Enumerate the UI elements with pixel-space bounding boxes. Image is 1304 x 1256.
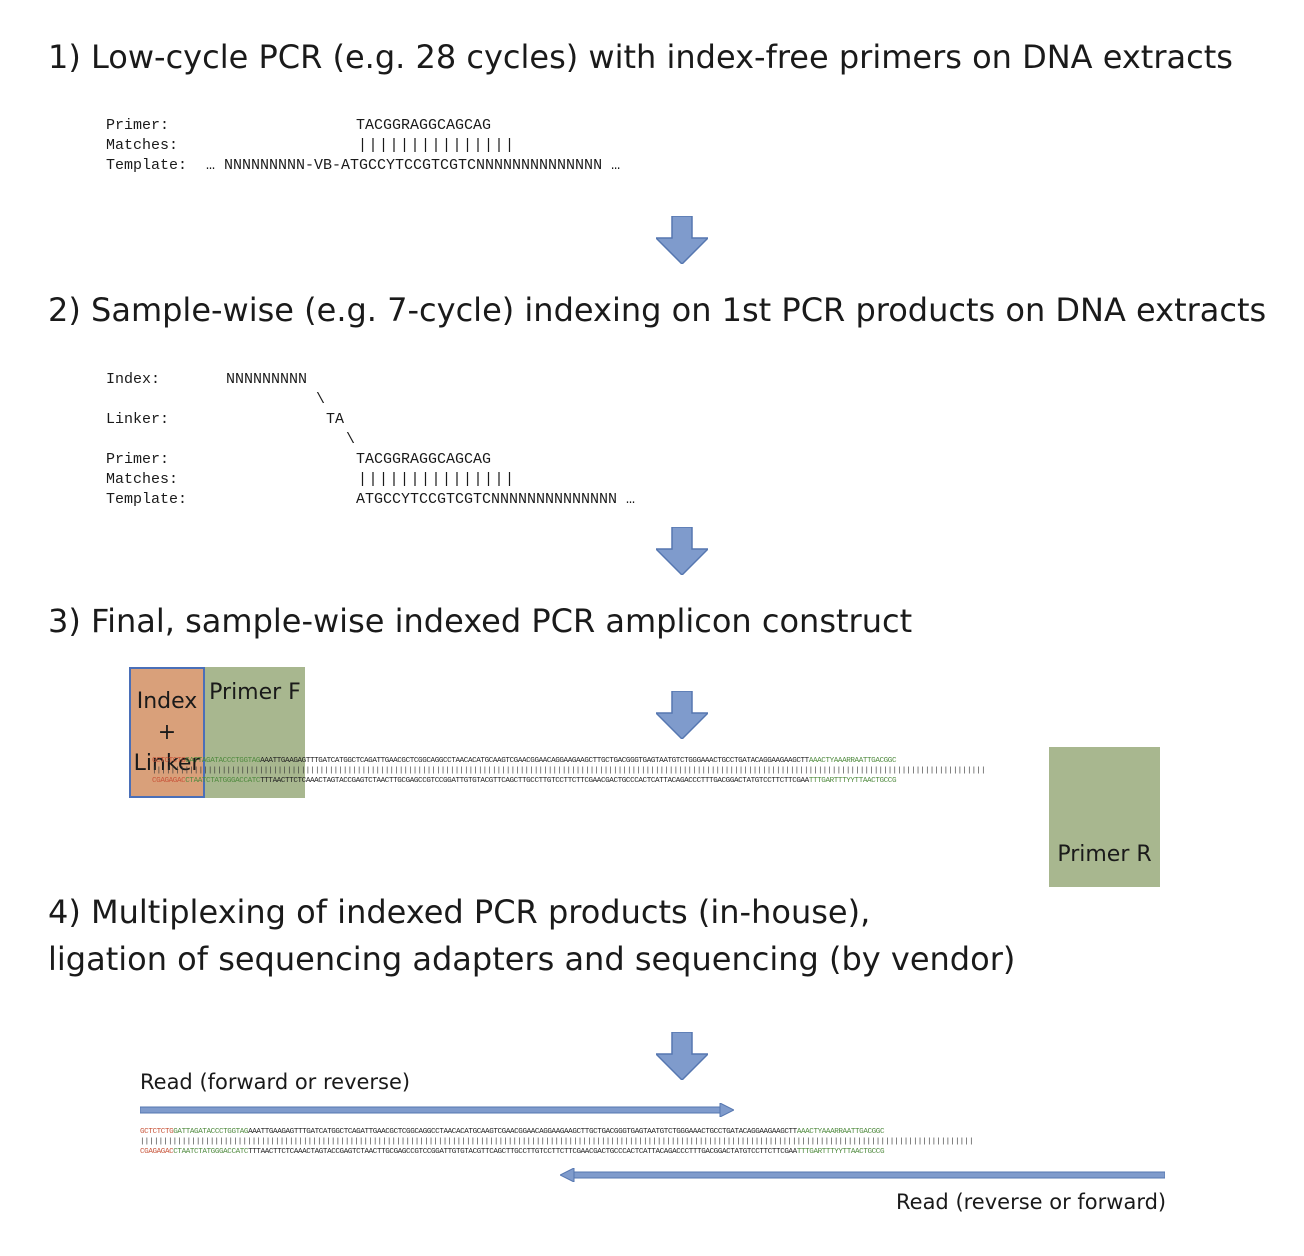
linker-sequence: TA xyxy=(326,411,345,428)
primer-r-label: Primer R xyxy=(1057,842,1152,867)
step3-title: 3) Final, sample-wise indexed PCR amplic… xyxy=(48,602,913,640)
reverse-read-arrow-icon xyxy=(560,1168,1165,1182)
index-label: Index xyxy=(136,689,198,714)
primer-r-box: Primer R xyxy=(1049,747,1160,887)
primer-f-box: Primer F xyxy=(204,667,305,798)
read-top-primer-r-seq: AAACTYAAARRAATTGACGGC xyxy=(796,1128,885,1136)
linker-row: Linker: TA xyxy=(106,410,344,430)
read-bottom-primer-f-seq: CTAATCTATGGGACCATC xyxy=(173,1148,249,1156)
base-pair-bars: ||||||||||||||||||||||||||||||||||||||||… xyxy=(152,767,986,775)
matches-row: Matches: ||||||||||||||| xyxy=(106,470,514,490)
template-row: Template: ATGCCYTCCGTCGTCNNNNNNNNNNNNNN … xyxy=(106,490,635,510)
bottom-index-seq: CGAGAGAC xyxy=(152,777,186,785)
down-arrow-icon xyxy=(656,1032,708,1080)
matches-bars: ||||||||||||||| xyxy=(358,137,516,154)
linker-label: Linker xyxy=(133,751,201,776)
read-top-strand: GCTCTCTGGATTAGATACCCTGGTAGAAATTGAAGAGTTT… xyxy=(140,1127,1164,1137)
step4-title-line1: 4) Multiplexing of indexed PCR products … xyxy=(48,893,871,931)
down-arrow-icon xyxy=(656,691,708,739)
read-base-pair-bars: ||||||||||||||||||||||||||||||||||||||||… xyxy=(140,1138,974,1146)
linker-label: Linker: xyxy=(106,411,170,428)
top-index-seq: GCTCTCTG xyxy=(152,757,186,765)
linker-connector: \ xyxy=(346,431,356,448)
template-row: Template: … NNNNNNNNN-VB-ATGCCYTCCGTCGTC… xyxy=(106,156,620,176)
read-top-index-seq: GCTCTCTG xyxy=(140,1128,174,1136)
reverse-read-label: Read (reverse or forward) xyxy=(896,1190,1167,1214)
primer-f-label: Primer F xyxy=(209,680,301,705)
read-top-primer-f-seq: GATTAGATACCCTGGTAG xyxy=(173,1128,249,1136)
top-primer-f-seq: GATTAGATACCCTGGTAG xyxy=(185,757,261,765)
down-arrow-icon xyxy=(656,216,708,264)
matches-row: Matches: ||||||||||||||| xyxy=(106,136,514,156)
primer-row: Primer: TACGGRAGGCAGCAG xyxy=(106,450,491,470)
primer-row: Primer: TACGGRAGGCAGCAG xyxy=(106,116,491,136)
step4-title-line2: ligation of sequencing adapters and sequ… xyxy=(48,940,1016,978)
index-label: Index: xyxy=(106,371,161,388)
top-body-seq: AAATTGAAGAGTTTGATCATGGCTCAGATTGAACGCTCGG… xyxy=(260,757,809,765)
matches-label: Matches: xyxy=(106,471,179,488)
plus-label: + xyxy=(157,720,177,745)
read-bottom-body-seq: TTTAACTTCTCAAACTAGTACCGAGTCTAACTTGCGAGCC… xyxy=(248,1148,797,1156)
primer-label: Primer: xyxy=(106,117,170,134)
template-sequence: ATGCCYTCCGTCGTCNNNNNNNNNNNNNN … xyxy=(356,491,636,508)
step4-title: 4) Multiplexing of indexed PCR products … xyxy=(48,889,1015,983)
read-bottom-index-seq: CGAGAGAC xyxy=(140,1148,174,1156)
alignment-2: Index: NNNNNNNNN \ Linker: TA \ Primer: … xyxy=(106,370,635,510)
top-primer-r-seq: AAACTYAAARRAATTGACGGC xyxy=(808,757,897,765)
top-strand: GCTCTCTGGATTAGATACCCTGGTAGAAATTGAAGAGTTT… xyxy=(152,756,1160,766)
index-sequence: NNNNNNNNN xyxy=(226,371,308,388)
template-label: Template: xyxy=(106,157,188,174)
template-label: Template: xyxy=(106,491,188,508)
read-bottom-strand: CGAGAGACCTAATCTATGGGACCATCTTTAACTTCTCAAA… xyxy=(140,1147,1164,1157)
bottom-strand: CGAGAGACCTAATCTATGGGACCATCTTTAACTTCTCAAA… xyxy=(152,776,1160,786)
down-arrow-icon xyxy=(656,527,708,575)
index-linker-box: Index + Linker xyxy=(129,667,205,798)
matches-label: Matches: xyxy=(106,137,179,154)
step1-title: 1) Low-cycle PCR (e.g. 28 cycles) with i… xyxy=(48,38,1233,76)
primer-sequence: TACGGRAGGCAGCAG xyxy=(356,451,492,468)
index-row: Index: NNNNNNNNN xyxy=(106,370,307,390)
primer-sequence: TACGGRAGGCAGCAG xyxy=(356,117,492,134)
alignment-1: Primer: TACGGRAGGCAGCAG Matches: |||||||… xyxy=(106,116,620,176)
forward-read-arrow-icon xyxy=(140,1103,734,1117)
read-bottom-primer-r-seq: TTTGARTTTYYTTAACTGCCG xyxy=(796,1148,885,1156)
forward-read-label: Read (forward or reverse) xyxy=(140,1070,411,1094)
index-connector: \ xyxy=(316,391,326,408)
bottom-body-seq: TTTAACTTCTCAAACTAGTACCGAGTCTAACTTGCGAGCC… xyxy=(260,777,809,785)
bottom-primer-f-seq: CTAATCTATGGGACCATC xyxy=(185,777,261,785)
primer-label: Primer: xyxy=(106,451,170,468)
read-amplicon-sequence: GCTCTCTGGATTAGATACCCTGGTAGAAATTGAAGAGTTT… xyxy=(140,1127,1164,1157)
read-top-body-seq: AAATTGAAGAGTTTGATCATGGCTCAGATTGAACGCTCGG… xyxy=(248,1128,797,1136)
template-sequence: … NNNNNNNNN-VB-ATGCCYTCCGTCGTCNNNNNNNNNN… xyxy=(206,157,621,174)
bottom-primer-r-seq: TTTGARTTTYYTTAACTGCCG xyxy=(808,777,897,785)
amplicon-sequence: GCTCTCTGGATTAGATACCCTGGTAGAAATTGAAGAGTTT… xyxy=(152,756,1160,786)
matches-bars: ||||||||||||||| xyxy=(358,471,516,488)
step2-title: 2) Sample-wise (e.g. 7-cycle) indexing o… xyxy=(48,291,1267,329)
